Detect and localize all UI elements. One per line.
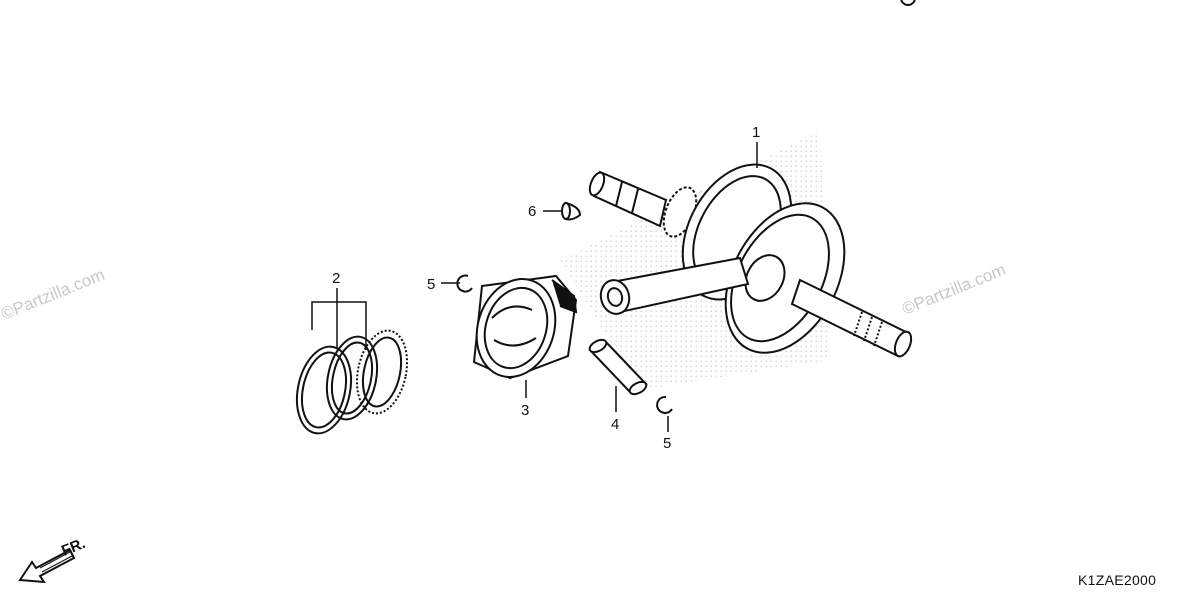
piston-pin <box>588 338 648 396</box>
callout-2: 2 <box>332 270 340 287</box>
woodruff-key <box>561 201 582 221</box>
callout-5-lower: 5 <box>663 435 671 452</box>
callout-6: 6 <box>528 203 536 220</box>
piston <box>472 274 578 380</box>
callout-5-upper: 5 <box>427 276 435 293</box>
piston-rings <box>295 329 409 435</box>
crankshaft <box>588 163 913 358</box>
callout-3: 3 <box>521 402 529 419</box>
callout-1: 1 <box>752 124 760 141</box>
front-arrow-icon <box>18 548 76 584</box>
callout-4: 4 <box>611 416 619 433</box>
diagram-code: K1ZAE2000 <box>1078 572 1157 588</box>
copyright-icon <box>900 0 916 6</box>
piston-pin-clip-a <box>456 274 473 293</box>
watermark-right: ©Partzilla.com <box>899 260 1008 319</box>
leader-lines <box>311 142 758 432</box>
piston-pin-clip-b <box>656 395 673 414</box>
watermark-left: ©Partzilla.com <box>0 265 107 324</box>
front-direction-label: FR. <box>59 535 88 560</box>
